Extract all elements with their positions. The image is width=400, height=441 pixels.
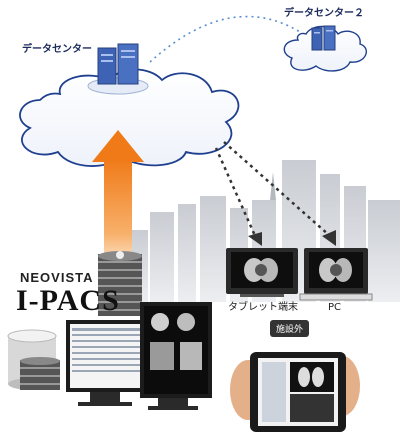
product-logo-text: I-PACS: [16, 284, 120, 317]
server-icon-2: [311, 25, 336, 51]
workstation-monitor-icon-2: [140, 302, 212, 410]
disc-stack-icon: [98, 251, 142, 316]
tablet-terminal-label: タブレット端末: [228, 302, 298, 313]
workstation-monitor-icon: [66, 320, 146, 406]
upload-arrow: [92, 130, 144, 266]
tablet-terminal-monitor-icon: [226, 248, 298, 297]
brand-logo-text: NEOVISTA: [20, 270, 94, 285]
datacenter-2-label: データセンター２: [284, 8, 364, 19]
datacenter-link: [149, 15, 301, 63]
tablet-icon: [230, 352, 360, 432]
disc-stack-icon-2: [20, 357, 60, 390]
offsite-badge: 施設外: [270, 320, 310, 337]
datacenter-main-label: データセンター: [22, 44, 92, 55]
pc-monitor-icon: [299, 248, 373, 301]
pc-label: PC: [328, 302, 342, 313]
server-icon: [97, 43, 139, 85]
